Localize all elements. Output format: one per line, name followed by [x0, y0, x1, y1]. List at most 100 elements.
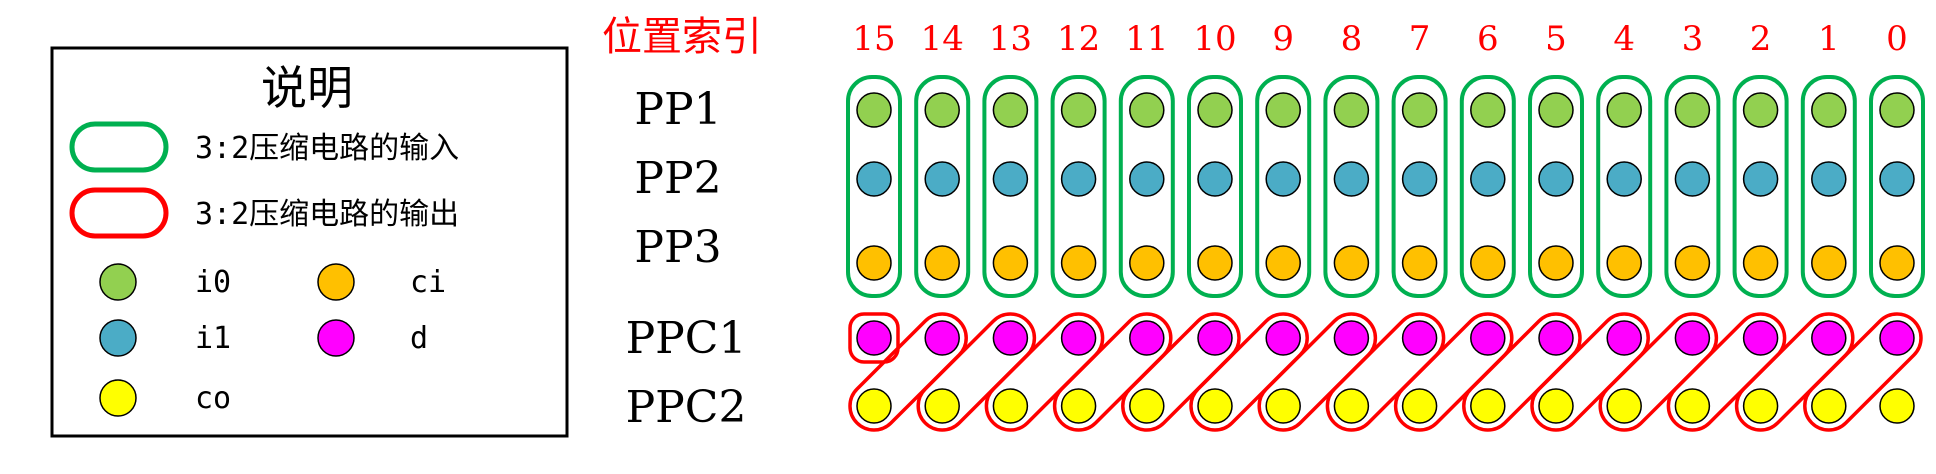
- ppc1-bit-3: [1674, 320, 1711, 356]
- input-group-pos-5: [1528, 75, 1584, 298]
- input-group-pos-14: [914, 75, 971, 298]
- ppc1-bit-8: [1333, 320, 1370, 356]
- row-label-ppc2: PPC2: [626, 382, 747, 433]
- pp2-bit-6: [1470, 161, 1506, 197]
- pp3-bit-15: [856, 245, 892, 281]
- position-index-12: 12: [1057, 19, 1100, 59]
- ppc1-bit-13: [992, 320, 1029, 356]
- legend-ci-dot: [317, 263, 355, 301]
- row-label-pp1: PP1: [634, 84, 721, 135]
- pp3-bit-4: [1606, 245, 1642, 281]
- position-index-5: 5: [1545, 19, 1567, 59]
- legend-co-label: co: [195, 381, 231, 416]
- legend-frame: [50, 46, 569, 438]
- ppc2-bit-1: [1811, 388, 1847, 424]
- input-group-pos-15: [846, 75, 902, 298]
- pp1-bit-13: [992, 92, 1029, 128]
- pp1-bit-14: [924, 92, 960, 128]
- pp1-bit-9: [1265, 92, 1301, 128]
- ppc2-bit-4: [1606, 388, 1642, 424]
- row-label-ppc1: PPC1: [626, 313, 747, 364]
- position-index-9: 9: [1272, 19, 1294, 59]
- ppc2-bit-10: [1197, 388, 1233, 424]
- input-group-pos-7: [1391, 75, 1448, 298]
- pp3-bit-3: [1674, 245, 1711, 281]
- output-group-pos-1: [1734, 312, 1855, 432]
- ppc2-bit-12: [1060, 388, 1097, 424]
- position-index-11: 11: [1125, 19, 1168, 59]
- pp3-bit-9: [1265, 245, 1301, 281]
- ppc1-bit-6: [1470, 320, 1506, 356]
- ppc2-bit-5: [1538, 388, 1574, 424]
- ppc1-bit-12: [1060, 320, 1097, 356]
- pp2-bit-7: [1401, 161, 1438, 197]
- pp1-bit-5: [1538, 92, 1574, 128]
- ppc1-bit-4: [1606, 320, 1642, 356]
- pp1-bit-6: [1470, 92, 1506, 128]
- output-group-pos-4: [1530, 312, 1650, 432]
- pp2-bit-4: [1606, 161, 1642, 197]
- pp3-bit-11: [1129, 245, 1165, 281]
- ppc2-bit-13: [992, 388, 1029, 424]
- pp3-bit-1: [1811, 245, 1847, 281]
- ppc1-bit-10: [1197, 320, 1233, 356]
- input-group-pos-6: [1459, 75, 1516, 298]
- pp1-bit-1: [1811, 92, 1847, 128]
- legend-input-label: 3:2压缩电路的输入: [195, 131, 459, 166]
- pp3-bit-13: [992, 245, 1029, 281]
- position-index-15: 15: [852, 19, 895, 59]
- input-group-pos-2: [1732, 75, 1789, 298]
- output-group-pos-15: [848, 312, 900, 364]
- pp2-bit-3: [1674, 161, 1711, 197]
- pp2-bit-2: [1742, 161, 1779, 197]
- pp2-bit-13: [992, 161, 1029, 197]
- ppc2-bit-11: [1129, 388, 1165, 424]
- ppc1-bit-7: [1401, 320, 1438, 356]
- legend-i0-label: i0: [195, 265, 231, 300]
- ppc1-bit-2: [1742, 320, 1779, 356]
- legend-title: 说明: [261, 61, 353, 115]
- output-group-pos-13: [916, 312, 1037, 432]
- pp1-bit-2: [1742, 92, 1779, 128]
- position-index-10: 10: [1193, 19, 1236, 59]
- input-group-pos-13: [982, 75, 1039, 298]
- input-group-pos-8: [1323, 75, 1380, 298]
- ppc1-bit-14: [924, 320, 960, 356]
- input-group-pos-9: [1255, 75, 1312, 298]
- position-index-14: 14: [921, 19, 964, 59]
- output-group-pos-9: [1189, 312, 1309, 432]
- legend-d-label: d: [410, 321, 428, 356]
- input-group-pos-3: [1664, 75, 1721, 298]
- ppc2-bit-8: [1333, 388, 1370, 424]
- ppc1-bit-5: [1538, 320, 1574, 356]
- legend-output-label: 3:2压缩电路的输出: [195, 197, 459, 232]
- position-index-1: 1: [1818, 19, 1840, 59]
- legend-output-swatch: [69, 187, 169, 239]
- pp2-bit-5: [1538, 161, 1574, 197]
- row-label-pp2: PP2: [634, 153, 721, 204]
- pp3-bit-5: [1538, 245, 1574, 281]
- output-group-pos-0: [1803, 312, 1923, 432]
- input-group-pos-11: [1118, 75, 1175, 298]
- ppc2-bit-7: [1401, 388, 1438, 424]
- position-index-2: 2: [1750, 19, 1772, 59]
- pp3-bit-12: [1060, 245, 1097, 281]
- pp3-bit-14: [924, 245, 960, 281]
- position-index-8: 8: [1341, 19, 1363, 59]
- output-group-pos-11: [1052, 312, 1173, 432]
- ppc2-bit-3: [1674, 388, 1711, 424]
- pp2-bit-11: [1129, 161, 1165, 197]
- pp1-bit-7: [1401, 92, 1438, 128]
- position-index-4: 4: [1613, 19, 1635, 59]
- pp2-bit-10: [1197, 161, 1233, 197]
- position-index-3: 3: [1682, 19, 1704, 59]
- legend-i0-dot: [99, 263, 137, 301]
- input-group-pos-0: [1869, 75, 1925, 298]
- pp1-bit-11: [1129, 92, 1165, 128]
- ppc1-bit-0: [1879, 320, 1915, 356]
- output-group-pos-6: [1393, 312, 1514, 432]
- output-group-pos-5: [1462, 312, 1582, 432]
- ppc1-bit-15: [856, 320, 892, 356]
- pp3-bit-6: [1470, 245, 1506, 281]
